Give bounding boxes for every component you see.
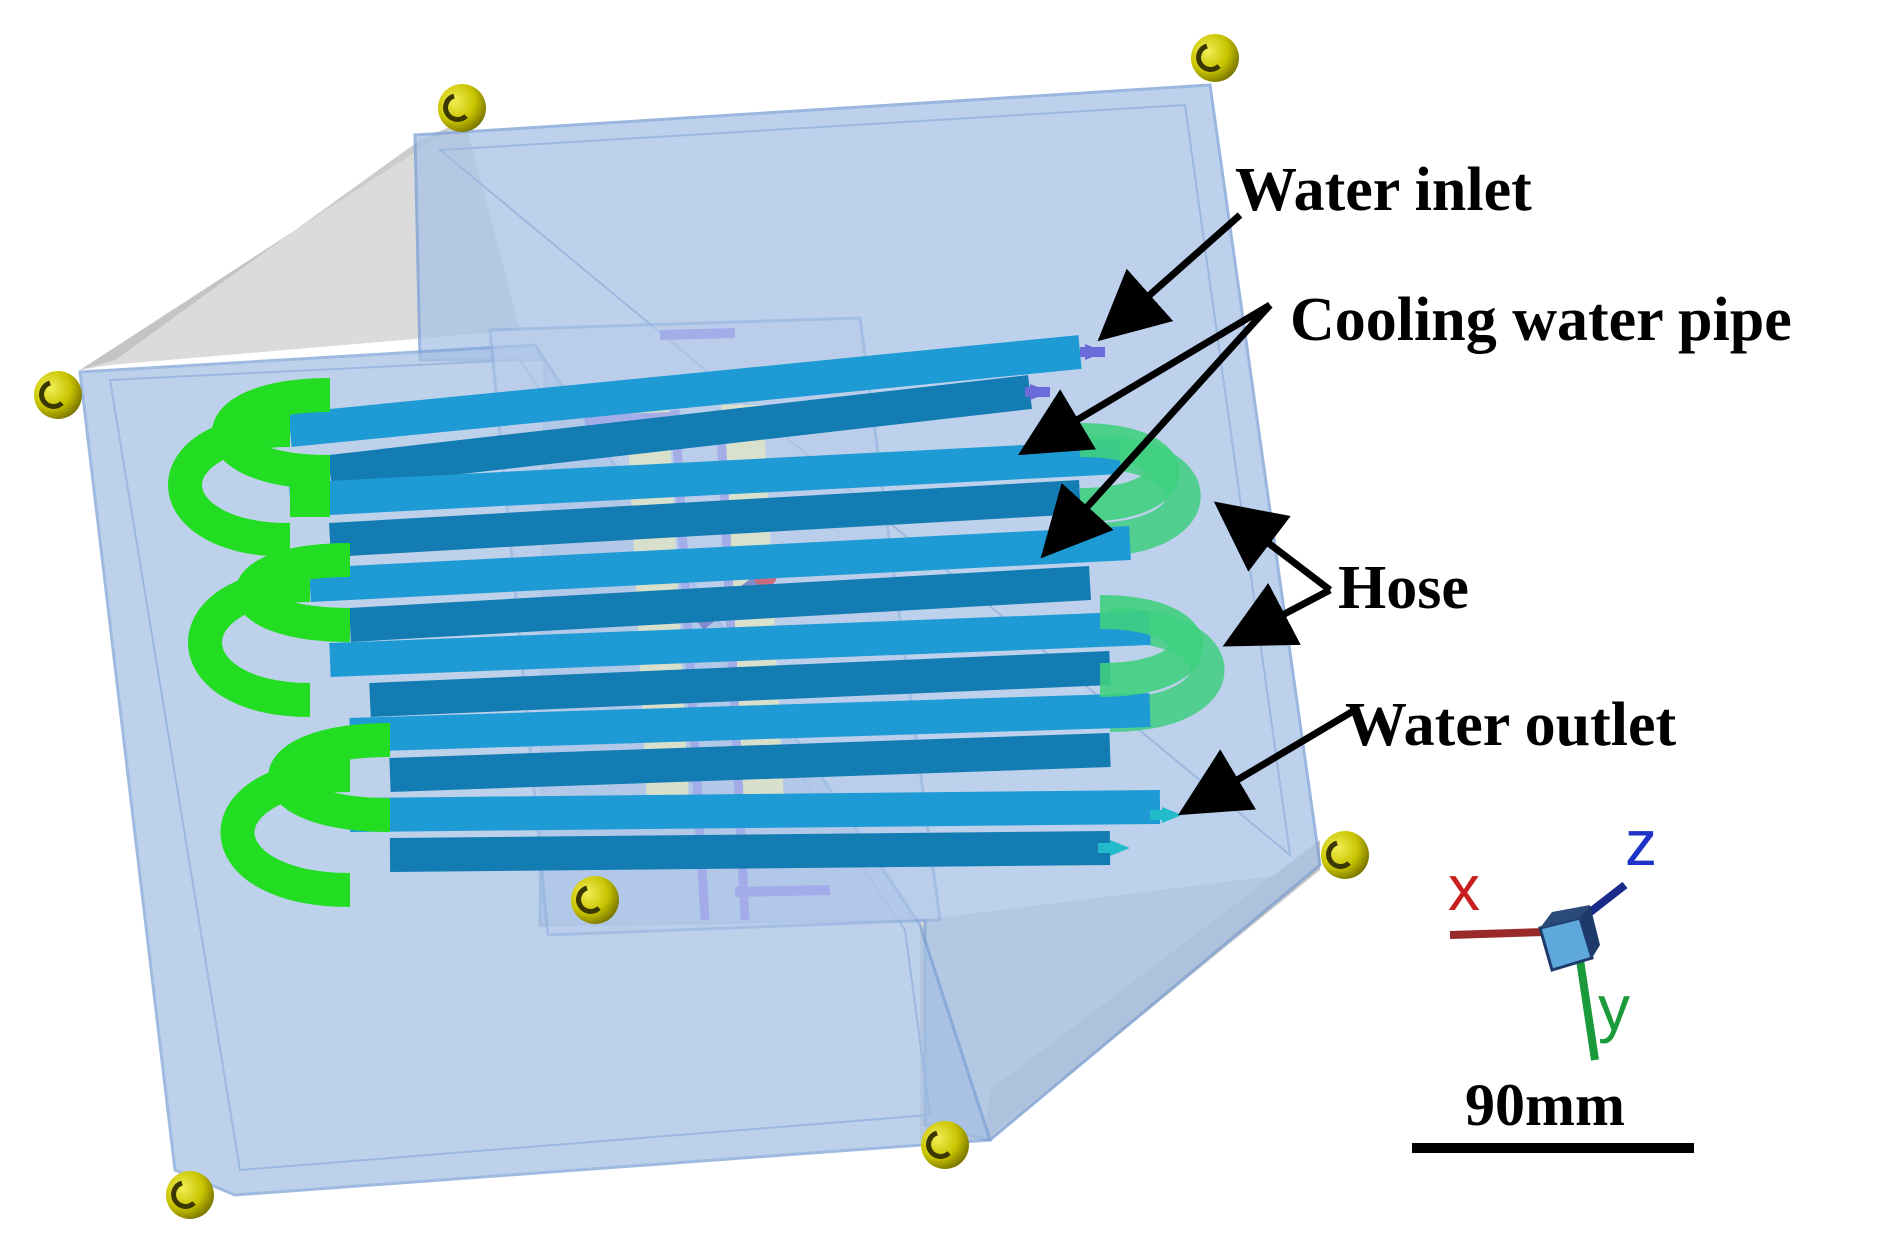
scale-bar-line — [1412, 1143, 1694, 1153]
corner-marker-mark — [171, 1180, 196, 1209]
arrow-cooling-pipe-2 — [1040, 302, 1273, 559]
pipe-segment — [329, 480, 1081, 557]
scale-bar-label: 90mm — [1465, 1072, 1625, 1138]
arrow-hose-2 — [1222, 582, 1332, 647]
corner-marker-mark — [926, 1130, 951, 1159]
corner-marker-mark — [1326, 840, 1351, 869]
y-axis-label: y — [1598, 972, 1630, 1044]
corner-marker-mark — [1196, 43, 1221, 72]
pipe-segment — [288, 335, 1082, 447]
scale-bar: 90mm — [1412, 1072, 1694, 1153]
pipe-segment — [349, 566, 1091, 642]
hose-right-front-2 — [1099, 595, 1203, 697]
label-hose: Hose — [1338, 554, 1469, 622]
y-axis-line — [1576, 959, 1599, 1061]
coordinate-triad: x z y — [1448, 807, 1657, 1061]
z-axis-label: z — [1625, 807, 1657, 879]
arrow-water-outlet — [1177, 706, 1357, 816]
pipe-segment — [329, 611, 1151, 677]
label-cooling-water-pipe: Cooling water pipe — [1290, 286, 1792, 354]
pipe-segment — [349, 790, 1161, 832]
cooling-pipes — [168, 335, 1225, 907]
arrow-cooling-pipe-1 — [1017, 301, 1272, 456]
pipe-segment — [328, 375, 1032, 489]
hose-left-front-2 — [235, 543, 351, 642]
hose-right-front-1 — [1079, 423, 1180, 522]
callout-arrows — [1017, 212, 1357, 816]
hose-left-front-1 — [212, 378, 331, 489]
pipe-segment — [389, 733, 1111, 792]
hose-left-front-3 — [268, 723, 391, 832]
arrow-water-inlet — [1097, 212, 1243, 342]
corner-marker-mark — [39, 380, 64, 409]
label-water-outlet: Water outlet — [1345, 691, 1677, 759]
label-water-inlet: Water inlet — [1235, 156, 1532, 224]
corner-markers — [34, 34, 1369, 1219]
pipe-segment — [309, 526, 1131, 602]
x-axis-line — [1449, 928, 1546, 939]
pipe-segment — [389, 831, 1111, 872]
pipe-segment — [289, 440, 1121, 517]
corner-marker-mark — [443, 93, 468, 122]
pipe-segment — [369, 651, 1111, 717]
arrow-hose-1 — [1213, 501, 1333, 593]
corner-marker-mark — [576, 885, 601, 914]
x-axis-label: x — [1448, 852, 1480, 924]
pipe-segment — [349, 693, 1151, 752]
